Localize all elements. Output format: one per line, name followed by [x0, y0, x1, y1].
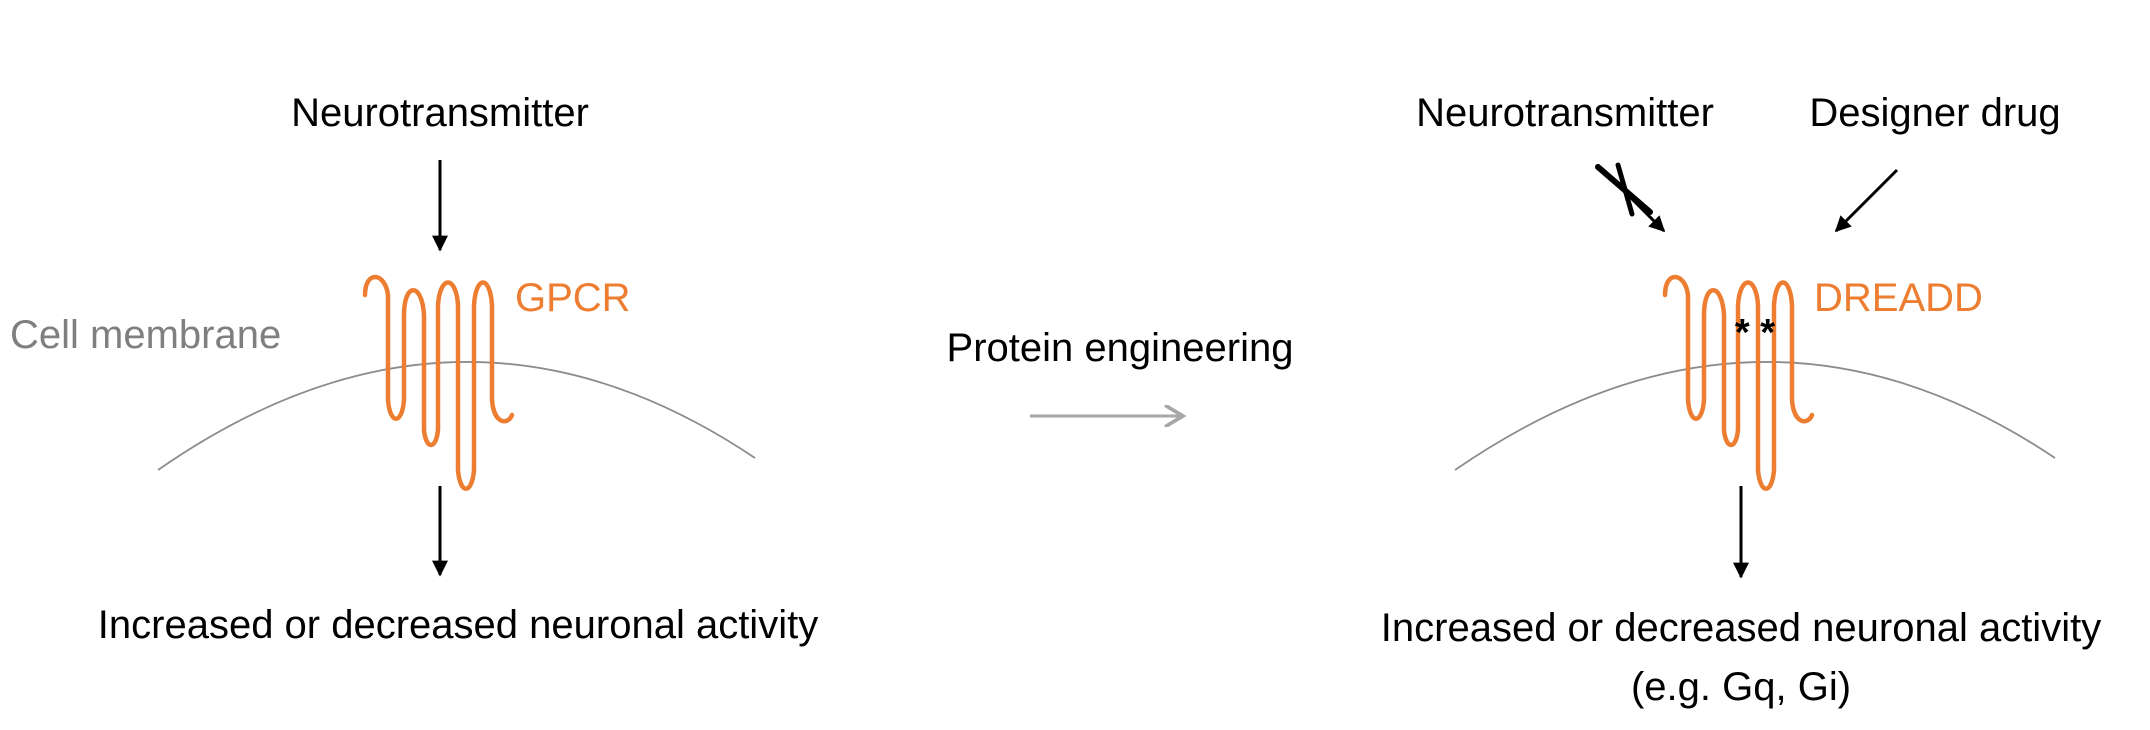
dreadd-mutation-marks: * * — [1735, 312, 1775, 354]
right-cell-membrane — [1454, 361, 2056, 471]
gpcr-label: GPCR — [515, 276, 631, 320]
right-output-label: Increased or decreased neuronal activity — [1381, 606, 2101, 650]
left-cell-membrane-label: Cell membrane — [10, 313, 281, 357]
right-output-sublabel: (e.g. Gq, Gi) — [1631, 665, 1851, 709]
right-panel: Neurotransmitter Designer drug * * DREAD… — [1381, 91, 2101, 709]
dreadd-receptor — [1662, 274, 1815, 491]
protein-engineering-step: Protein engineering — [947, 326, 1294, 416]
dreadd-label: DREADD — [1814, 276, 1983, 320]
designer-drug-label: Designer drug — [1809, 91, 2060, 135]
protein-engineering-label: Protein engineering — [947, 326, 1294, 370]
blocked-neurotransmitter-arrow — [1595, 162, 1666, 233]
left-output-label: Increased or decreased neuronal activity — [98, 603, 818, 647]
designer-drug-arrow — [1834, 168, 1899, 233]
gpcr-receptor — [362, 274, 515, 491]
right-neurotransmitter-label: Neurotransmitter — [1416, 91, 1714, 135]
left-neurotransmitter-label: Neurotransmitter — [291, 91, 589, 135]
left-panel: Neurotransmitter Cell membrane GPCR Incr… — [10, 91, 818, 647]
